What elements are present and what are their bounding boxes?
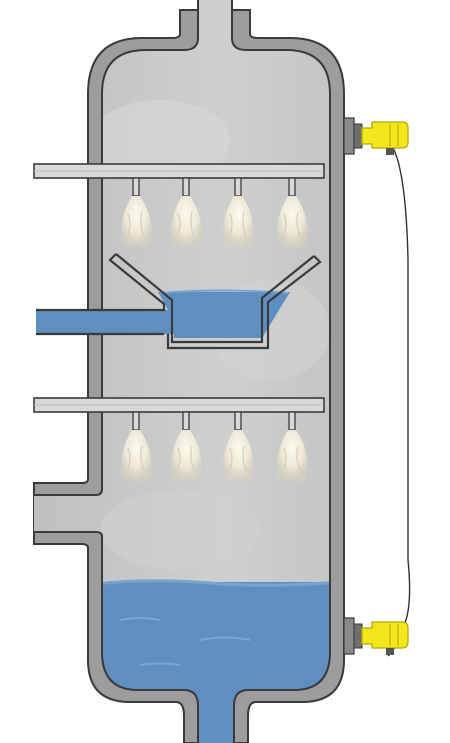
sensor-housing <box>361 621 409 649</box>
tray-liquid <box>36 292 290 338</box>
sensor-cable <box>387 145 411 657</box>
sensor-cable-gland <box>386 648 394 655</box>
spray-streak <box>229 211 247 237</box>
lower-level-sensor <box>343 617 409 655</box>
vapour-cloud <box>100 490 260 570</box>
sensor-mount <box>353 623 363 649</box>
spray-nozzle <box>132 177 140 197</box>
sensor-housing <box>361 121 409 149</box>
upper-level-sensor <box>343 117 409 155</box>
spray-streak <box>229 445 247 471</box>
spray-nozzle <box>234 411 242 431</box>
level-sensors <box>343 117 409 655</box>
spray-nozzle <box>182 411 190 431</box>
sump-liquid-ripple <box>119 617 251 666</box>
sensor-flange <box>343 117 355 155</box>
spray-nozzle <box>234 177 242 197</box>
spray-streak <box>127 445 145 471</box>
vapour-cloud <box>90 100 230 180</box>
upper-spray-header <box>33 163 325 249</box>
spray-streak <box>177 211 195 237</box>
sump-liquid <box>90 582 330 743</box>
lower-spray-header <box>33 397 325 483</box>
vessel-inner-outline <box>34 0 331 743</box>
tray-funnel-wall <box>36 253 322 350</box>
collector-tray <box>36 253 322 350</box>
spray-streak <box>177 445 195 471</box>
tray-liquid-surface <box>159 289 289 294</box>
spray-nozzle <box>132 411 140 431</box>
sump-liquid-surface <box>94 579 330 587</box>
sensor-mount <box>353 123 363 149</box>
spray-nozzle <box>288 411 296 431</box>
spray-headers <box>33 163 325 483</box>
spray-streak <box>127 211 145 237</box>
spray-streak <box>283 211 301 237</box>
sensor-cable-gland <box>386 148 394 155</box>
spray-nozzle <box>182 177 190 197</box>
spray-streak <box>283 445 301 471</box>
spray-nozzle <box>288 177 296 197</box>
sensor-flange <box>343 617 355 655</box>
